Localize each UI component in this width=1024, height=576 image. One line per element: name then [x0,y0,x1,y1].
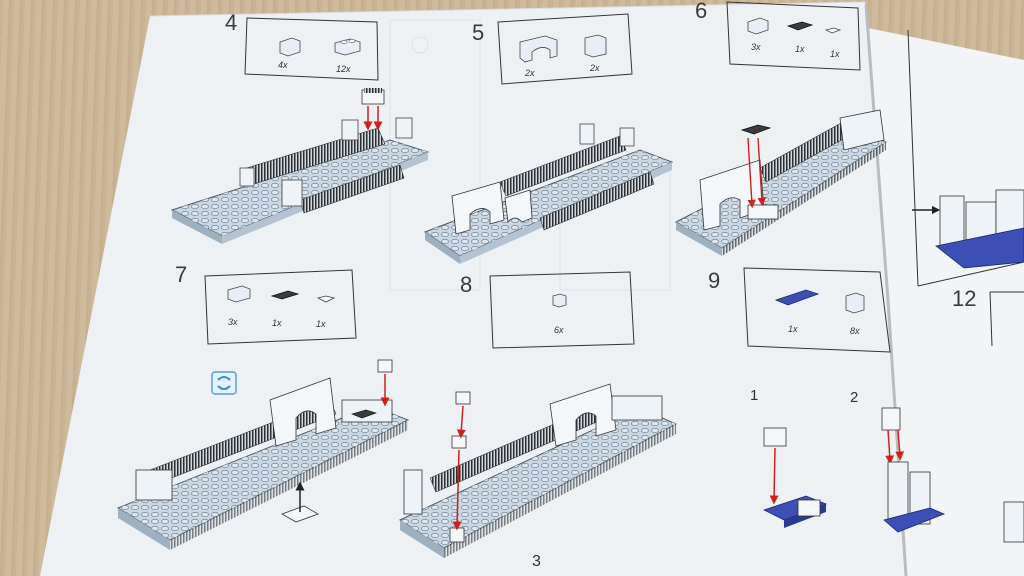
parts-callout [497,13,633,85]
new-brick-placement [740,124,772,209]
placement-arrow [885,429,895,465]
step-number: 12 [952,286,976,311]
right-page [868,28,1024,576]
right-page-content: 12 [907,29,1024,543]
part-quantity: 3x [751,42,761,52]
part-quantity: 6x [554,325,564,335]
part-quantity: 1x [316,319,326,329]
part-dark-tile [786,21,814,31]
part-brick-1x2-tall [584,34,607,58]
step-11-model-partial [912,189,1024,269]
model-base [170,117,430,244]
parts-callout [989,291,1024,347]
step-4: 4 4x 12x [170,10,430,244]
rotate-model-icon [211,371,237,395]
part-small-tile [824,27,842,34]
model-base [423,123,674,264]
model-base [398,383,678,558]
part-quantity: 2x [524,68,535,78]
placement-arrow [456,405,466,439]
step-number: 8 [460,272,472,297]
new-brick-placement [449,391,471,543]
page-number: 3 [532,553,541,570]
new-brick-placement [377,359,393,407]
step-12: 12 [952,286,1024,543]
part-dark-tile [270,290,300,300]
parts-callout [204,269,357,345]
part-brick-1x2 [747,17,769,35]
step-number: 5 [472,20,484,45]
part-arch-brick [519,35,558,63]
step-9: 9 1x 8x 1 2 [708,267,946,533]
placement-arrow [452,449,462,531]
substep-2-model [881,407,946,533]
substep-number: 2 [850,389,858,406]
substep-1-model [762,427,828,528]
part-quantity: 2x [589,63,600,73]
part-blue-plate [774,289,820,306]
step-7: 7 3x 1x 1x [116,262,410,550]
part-quantity: 12x [336,64,351,74]
step-6: 6 3x 1x 1x [674,0,887,256]
part-brick-1x2 [334,38,361,56]
parts-callout [726,1,861,71]
divider-line [917,261,1024,287]
part-quantity: 1x [272,318,282,328]
step-number: 7 [175,262,187,287]
step-number: 6 [695,0,707,23]
step-number: 9 [708,268,720,293]
step-8: 8 6x [398,271,678,558]
part-brick-1x2-stacked [845,292,865,314]
part-brick-1x2 [227,285,251,303]
part-quantity: 1x [788,324,798,334]
divider-line [907,29,919,287]
new-brick-placement [361,88,385,131]
placement-arrow [757,137,766,207]
part-quantity: 4x [278,60,288,70]
placement-arrow [747,137,756,209]
part-quantity: 3x [228,317,238,327]
part-brick-1x2-wall [279,37,301,57]
parts-callout [244,17,379,81]
part-quantity: 8x [850,326,860,336]
parts-callout [743,267,891,353]
part-quantity: 1x [830,49,840,59]
part-small-tile [316,295,336,303]
model-base [116,377,410,550]
parts-callout [489,271,635,349]
step-12-model-partial [1003,501,1024,543]
substep-number: 1 [750,387,758,404]
step-number: 4 [225,10,237,35]
arch-wall [451,181,505,235]
placement-arrow [895,429,905,461]
part-quantity: 1x [795,44,805,54]
placement-arrow [769,447,779,505]
step-5: 5 2x 2x [423,13,674,264]
view-indicator [281,481,319,523]
part-brick-1x1 [552,293,567,308]
model-base [674,109,887,256]
